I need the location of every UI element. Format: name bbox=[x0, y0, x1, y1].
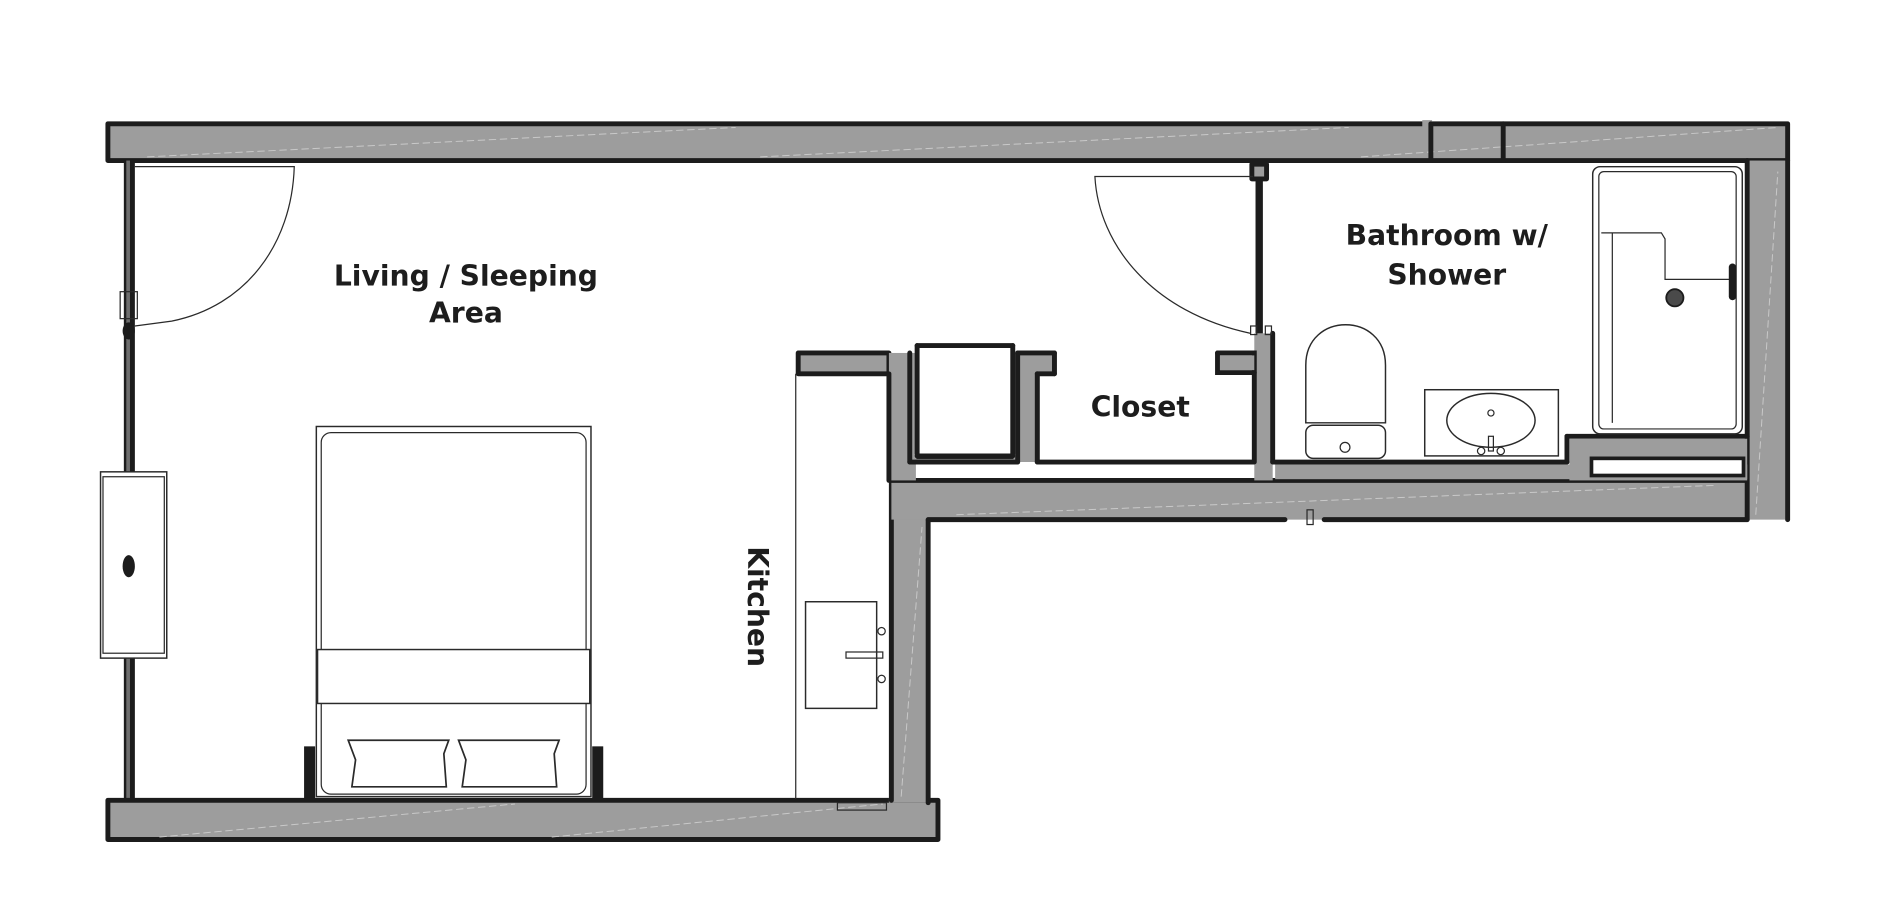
vanity-basin bbox=[1446, 392, 1536, 449]
bed-blanket-band bbox=[316, 648, 591, 705]
kitchen-counter bbox=[795, 373, 888, 811]
doors bbox=[134, 166, 1254, 334]
shower bbox=[1591, 165, 1744, 435]
closet-label: Closet bbox=[1091, 391, 1190, 424]
corridor-horizontal-wall bbox=[891, 480, 1748, 520]
walls bbox=[99, 120, 1791, 842]
right-exterior-wall bbox=[1747, 160, 1788, 520]
toilet bbox=[1305, 324, 1387, 460]
vanity bbox=[1423, 388, 1560, 457]
top-exterior-wall bbox=[105, 121, 1791, 163]
bottom-exterior-wall bbox=[105, 797, 941, 842]
bathroom-label-line2: Shower bbox=[1387, 258, 1506, 291]
kitchen-partition-wall bbox=[795, 350, 892, 377]
room-labels: Living / Sleeping Area Closet Bathroom w… bbox=[334, 219, 1549, 667]
kitchen-label: Kitchen bbox=[741, 546, 774, 667]
living-area-label-line2: Area bbox=[429, 296, 503, 329]
shower-drain-icon bbox=[1665, 288, 1685, 308]
storage-niche bbox=[1589, 456, 1746, 478]
pillow-right bbox=[457, 739, 561, 788]
living-area-label-line1: Living / Sleeping bbox=[334, 260, 598, 293]
closet-bath-partition bbox=[1255, 171, 1263, 334]
bathroom-door-swing bbox=[1094, 175, 1254, 334]
kitchen-sink bbox=[804, 601, 878, 710]
pillow-left bbox=[346, 739, 450, 788]
bed bbox=[304, 425, 604, 801]
corridor-vertical-wall bbox=[888, 480, 929, 803]
entry-door-swing bbox=[134, 166, 295, 327]
bathroom-label-line1: Bathroom w/ bbox=[1346, 219, 1549, 252]
